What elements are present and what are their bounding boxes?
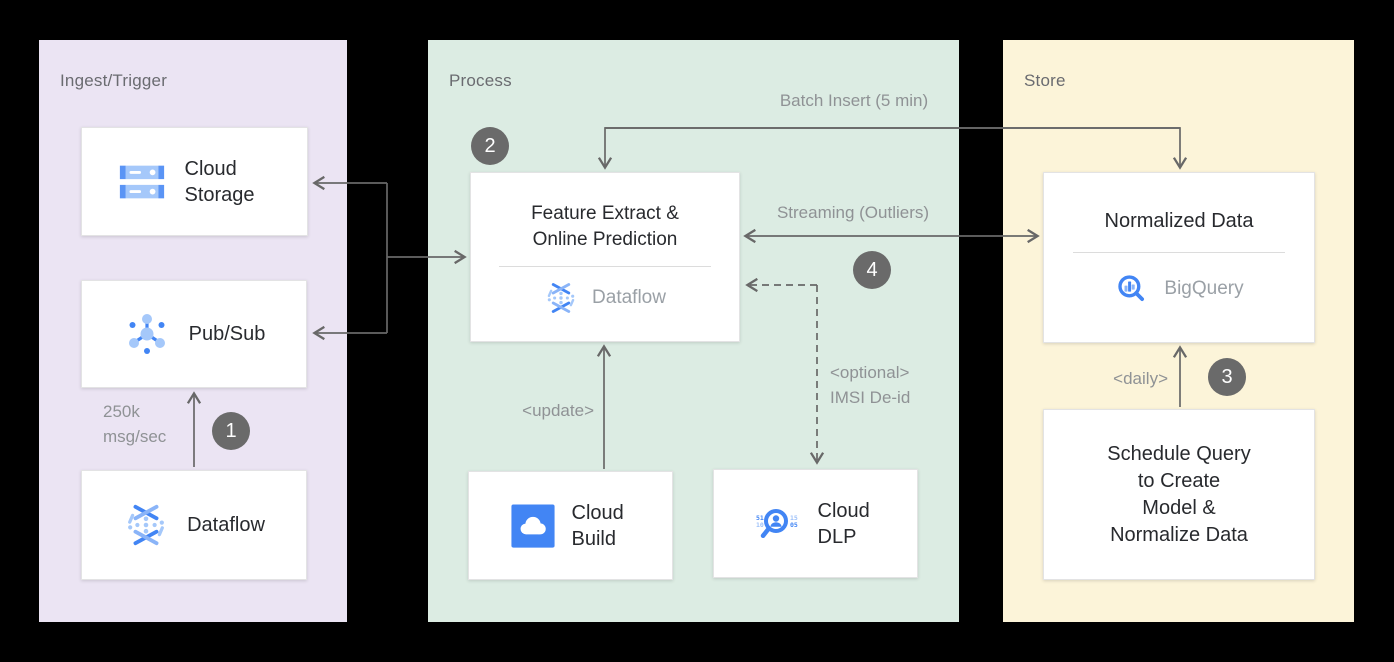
normalized-divider [1073,252,1285,253]
cloud-build-label: Cloud Build [571,501,624,550]
batch-insert-label: Batch Insert (5 min) [779,91,929,110]
msg-rate-line-2: msg/sec [103,427,167,446]
cloud-dlp-icon: 51 10 15 05 [756,508,798,538]
cloud-dlp-node: 51 10 15 05 Cloud DLP [713,469,918,578]
step-badge-4: 4 [853,251,891,289]
pubsub-icon [128,314,165,354]
optional-line-2: IMSI De-id [830,388,911,407]
dlp-digits-top-right: 15 [790,514,798,522]
dlp-digits-top-left: 51 [756,514,764,522]
cloud-storage-label: Cloud Storage [184,157,255,206]
schedule-line-3: Model & [1142,496,1216,519]
pubsub-label: Pub/Sub [188,323,266,345]
dataflow-icon [128,504,165,546]
dlp-digits-bottom-left: 10 [756,521,764,529]
msg-rate-label: 250k msg/sec [103,399,166,449]
feature-divider [499,266,711,267]
feature-service-label: Dataflow [592,287,666,308]
daily-label: <daily> [1113,369,1168,388]
cloud-storage-node: Cloud Storage [81,127,308,236]
feature-extract-node: Feature Extract & Online Prediction [470,172,740,342]
schedule-line-2: to Create [1137,469,1221,492]
panel-process-title: Process [449,71,512,90]
dlp-digits-bottom-right: 05 [790,521,798,529]
dataflow-ingest-label: Dataflow [187,514,265,536]
cloud-build-icon [510,503,555,548]
optional-imsi-label: <optional> IMSI De-id [830,360,910,410]
cloud-storage-icon [119,165,164,198]
feature-extract-title: Feature Extract & Online Prediction [531,203,679,250]
msg-rate-line-1: 250k [103,402,140,421]
schedule-query-node: Schedule Query to Create Model & Normali… [1043,409,1315,580]
panel-ingest-title: Ingest/Trigger [60,71,168,90]
dataflow-ingest-node: Dataflow [81,470,307,580]
update-label: <update> [522,401,594,420]
normalized-data-node: Normalized Data BigQuery [1043,172,1315,343]
step-badge-2: 2 [471,127,509,165]
pubsub-node: Pub/Sub [81,280,307,388]
streaming-outliers-label: Streaming (Outliers) [776,203,930,222]
step-badge-3: 3 [1208,358,1246,396]
optional-line-1: <optional> [830,363,910,382]
bigquery-icon [1118,275,1145,301]
panel-store-title: Store [1024,71,1066,90]
dataflow-icon [547,283,575,313]
cloud-build-node: Cloud Build [468,471,673,580]
cloud-dlp-label: Cloud DLP [817,499,870,548]
step-badge-1: 1 [212,412,250,450]
schedule-line-1: Schedule Query [1107,442,1251,465]
schedule-line-4: Normalize Data [1110,523,1248,546]
normalized-service-label: BigQuery [1164,278,1244,299]
normalized-data-title: Normalized Data [1104,210,1254,232]
